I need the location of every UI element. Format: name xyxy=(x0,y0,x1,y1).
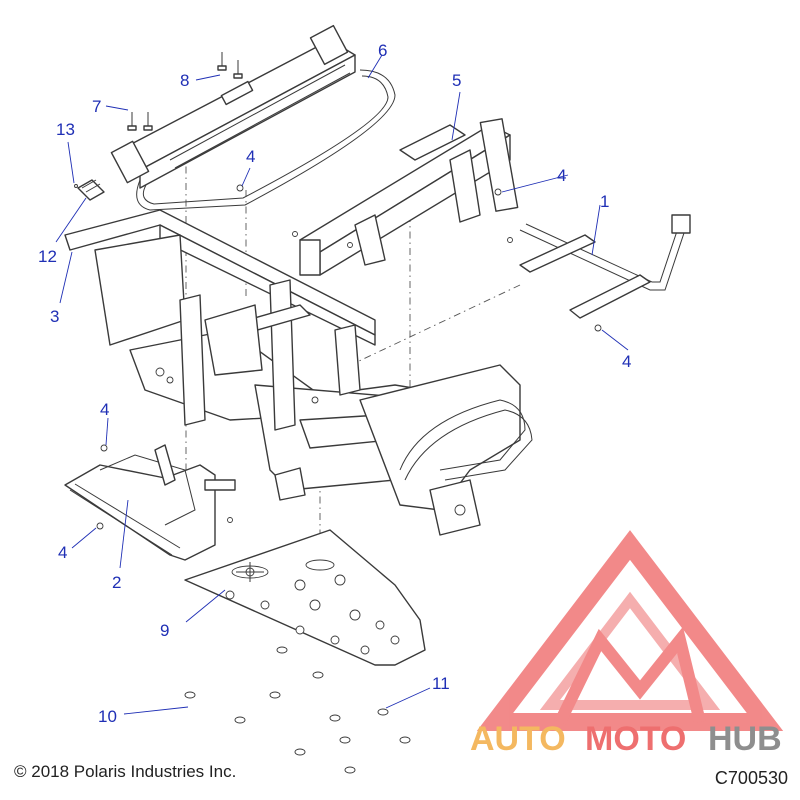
callout-3: 3 xyxy=(50,307,59,326)
watermark-auto: AUTO xyxy=(470,720,566,758)
callout-9: 9 xyxy=(160,621,169,640)
document-number: C700530 xyxy=(714,768,788,788)
watermark-hub: HUB xyxy=(708,720,782,758)
leader-lines xyxy=(55,54,629,715)
rivet-13-icon xyxy=(74,184,78,188)
part-1-rear-bar xyxy=(519,214,691,319)
part-3-main-frame xyxy=(64,209,533,536)
callout-10: 10 xyxy=(98,707,117,726)
nut-4-icons xyxy=(96,184,602,530)
callout-4-cross: 4 xyxy=(557,166,566,185)
callout-12: 12 xyxy=(38,247,57,266)
bolt-7-icon xyxy=(127,112,153,131)
callout-4-tray: 4 xyxy=(100,400,109,419)
watermark-wordmark: AUTO MOTO HUB xyxy=(470,720,782,758)
part-6-rack-frame xyxy=(110,24,396,211)
callout-11: 11 xyxy=(432,674,450,693)
hardware-fasteners xyxy=(74,52,602,774)
bolt-8-icon xyxy=(217,52,243,79)
callout-8: 8 xyxy=(180,71,189,90)
part-5-cross-member xyxy=(299,118,519,276)
callout-7: 7 xyxy=(92,97,101,116)
callout-4-rack: 4 xyxy=(246,147,255,166)
watermark-logo-icon xyxy=(476,530,784,731)
fastener-10-11-icons xyxy=(184,646,411,774)
skid-plate-star-icon xyxy=(236,562,264,582)
callout-13: 13 xyxy=(56,120,75,139)
callout-4-tray-lower: 4 xyxy=(58,543,67,562)
callout-4-rear: 4 xyxy=(622,352,631,371)
callout-labels: 1 2 3 4 4 4 4 4 5 6 7 8 9 10 11 12 13 xyxy=(38,41,631,726)
callout-1: 1 xyxy=(600,192,609,211)
callout-5: 5 xyxy=(452,71,461,90)
part-9-skid-plate xyxy=(184,529,426,666)
watermark-moto: MOTO xyxy=(585,720,686,758)
part-2-foot-tray xyxy=(64,444,236,561)
copyright-notice: © 2018 Polaris Industries Inc. xyxy=(14,762,237,781)
grille-12-icon xyxy=(77,179,105,201)
callout-2: 2 xyxy=(112,573,121,592)
callout-6: 6 xyxy=(378,41,387,60)
